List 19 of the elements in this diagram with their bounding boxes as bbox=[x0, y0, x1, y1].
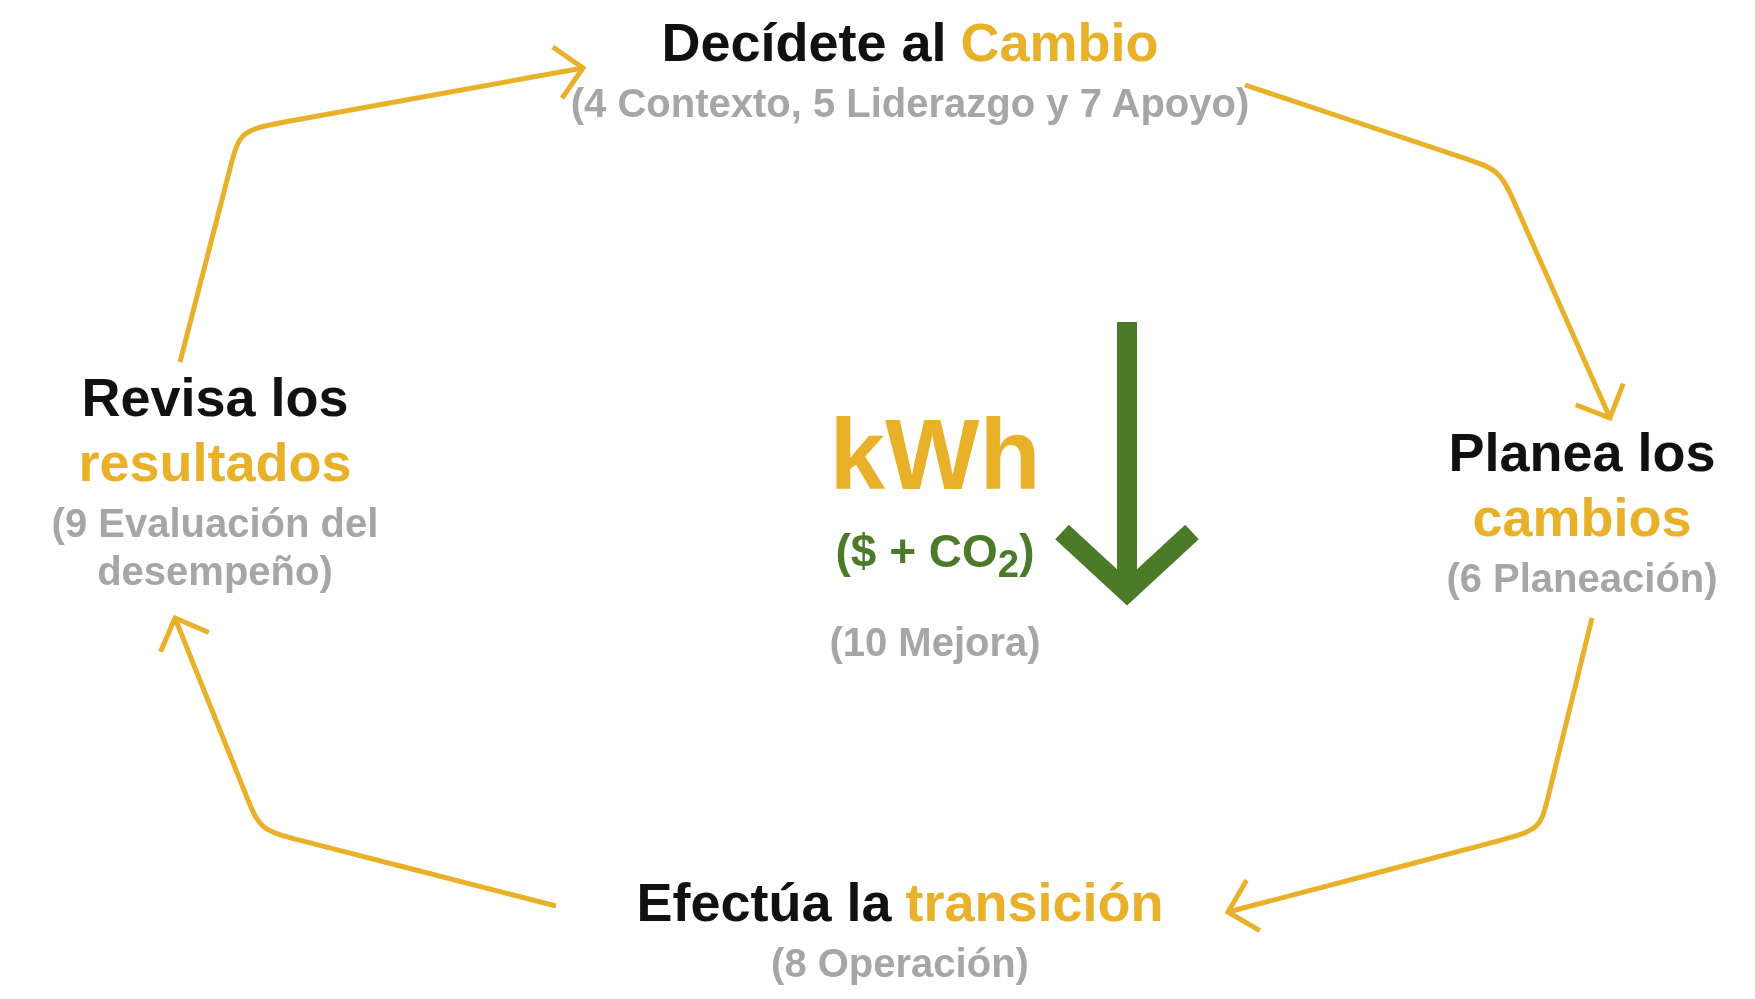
cycle-arrow bbox=[158, 615, 557, 909]
step-title: Planea los bbox=[1448, 421, 1716, 484]
clause-reference: (4 Contexto, 5 Liderazgo y 7 Apoyo) bbox=[570, 79, 1250, 127]
step-title-highlight: Cambio bbox=[960, 11, 1159, 74]
step-title: Revisa los bbox=[81, 366, 349, 429]
step-title-highlight: cambios bbox=[1472, 485, 1692, 549]
cycle-arrow bbox=[1225, 617, 1595, 934]
unit-label: kWh bbox=[829, 397, 1041, 513]
cycle-arrow bbox=[1244, 82, 1626, 421]
step-title: Efectúa la bbox=[636, 871, 892, 934]
step-title-highlight: transición bbox=[905, 871, 1164, 934]
step-title: Decídete al bbox=[661, 11, 947, 74]
clause-reference: (6 Planeación) bbox=[1446, 554, 1718, 602]
clause-reference: (10 Mejora) bbox=[829, 618, 1041, 666]
clause-reference: (8 Operación) bbox=[771, 939, 1029, 987]
cycle-arrow bbox=[177, 44, 586, 363]
step-title-highlight: resultados bbox=[78, 430, 352, 494]
clause-reference: (9 Evaluación del desempeño) bbox=[50, 499, 380, 595]
cost-emissions-label: ($ + CO$_{2}$) bbox=[835, 524, 1035, 588]
